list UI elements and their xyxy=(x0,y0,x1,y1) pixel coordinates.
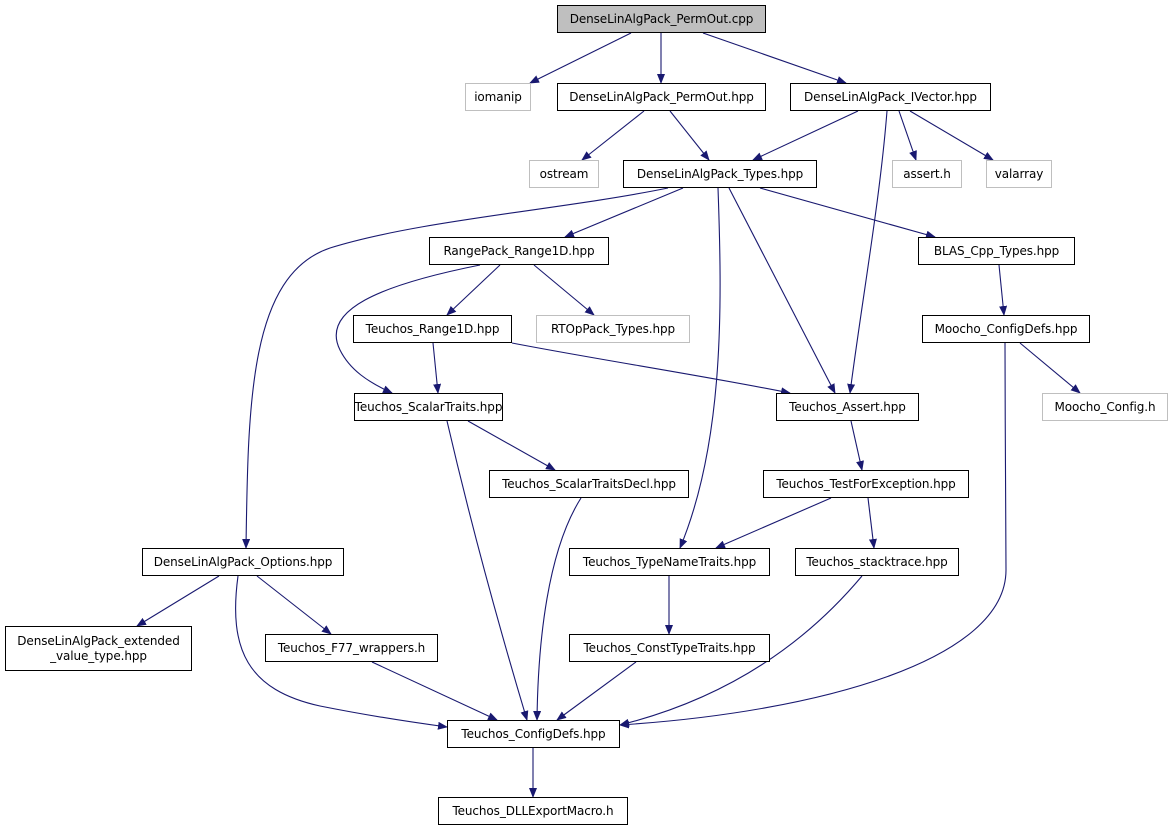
node-types-hpp[interactable]: DenseLinAlgPack_Types.hpp xyxy=(623,160,817,188)
edge-f77-wrappers-to-teuchos-configdefs xyxy=(371,661,498,721)
edge-teuchos-range1d-to-teuchos-assert xyxy=(511,342,791,396)
edge-options-hpp-to-f77-wrappers xyxy=(256,575,332,635)
edge-types-hpp-to-options-hpp xyxy=(242,187,669,549)
node-moocho-config-h: Moocho_Config.h xyxy=(1042,393,1168,421)
edge-moocho-configdefs-to-teuchos-configdefs xyxy=(619,342,1007,729)
edge-blas-types-to-moocho-configdefs xyxy=(998,264,1008,316)
node-teuchos-consttypetraits-hpp[interactable]: Teuchos_ConstTypeTraits.hpp xyxy=(569,634,770,662)
edge-consttypetraits-to-teuchos-configdefs xyxy=(556,661,637,721)
edge-ivector-hpp-to-assert-h xyxy=(898,110,917,161)
node-iomanip: iomanip xyxy=(465,83,531,111)
node-teuchos-testforexception-hpp[interactable]: Teuchos_TestForException.hpp xyxy=(763,470,969,498)
node-teuchos-f77-wrappers-h[interactable]: Teuchos_F77_wrappers.h xyxy=(265,634,438,662)
edge-range1d-rp-to-rtop-types xyxy=(533,264,595,316)
node-moocho-configdefs-hpp[interactable]: Moocho_ConfigDefs.hpp xyxy=(922,315,1090,343)
node-permout-hpp[interactable]: DenseLinAlgPack_PermOut.hpp xyxy=(557,83,766,111)
edge-range1d-rp-to-teuchos-range1d xyxy=(446,264,501,316)
edge-types-hpp-to-typenametraits xyxy=(679,187,721,549)
node-teuchos-typenametraits-hpp[interactable]: Teuchos_TypeNameTraits.hpp xyxy=(569,548,770,576)
edge-testforexception-to-typenametraits xyxy=(715,497,832,549)
edge-teuchos-assert-to-testforexception xyxy=(850,420,864,471)
edge-permout-cpp-to-iomanip xyxy=(529,32,632,84)
edge-scalartraits-to-scalartraitsdecl xyxy=(467,420,556,471)
edge-options-hpp-to-extended-value xyxy=(136,575,220,627)
edge-types-hpp-to-range1d-rp xyxy=(564,187,684,238)
edge-ivector-hpp-to-teuchos-assert xyxy=(847,110,888,394)
node-permout-cpp: DenseLinAlgPack_PermOut.cpp xyxy=(557,5,766,33)
node-teuchos-range1d-hpp[interactable]: Teuchos_Range1D.hpp xyxy=(353,315,512,343)
node-ostream: ostream xyxy=(529,160,599,188)
edge-options-hpp-to-teuchos-configdefs xyxy=(235,575,448,730)
node-blas-cpp-types-hpp[interactable]: BLAS_Cpp_Types.hpp xyxy=(918,237,1075,265)
edge-scalartraits-to-teuchos-configdefs xyxy=(446,420,529,721)
node-options-hpp[interactable]: DenseLinAlgPack_Options.hpp xyxy=(142,548,344,576)
node-teuchos-configdefs-hpp[interactable]: Teuchos_ConfigDefs.hpp xyxy=(447,720,620,748)
edge-permout-cpp-to-ivector-hpp xyxy=(702,32,847,84)
edge-ivector-hpp-to-valarray xyxy=(909,110,994,161)
node-teuchos-assert-hpp[interactable]: Teuchos_Assert.hpp xyxy=(776,393,919,421)
node-extended-value-type-hpp[interactable]: DenseLinAlgPack_extended _value_type.hpp xyxy=(5,626,192,671)
node-teuchos-scalartraits-hpp[interactable]: Teuchos_ScalarTraits.hpp xyxy=(354,393,503,421)
edge-stacktrace-to-teuchos-configdefs xyxy=(619,575,863,727)
node-teuchos-dllexportmacro-h[interactable]: Teuchos_DLLExportMacro.h xyxy=(438,797,628,825)
edge-ivector-hpp-to-types-hpp xyxy=(752,110,859,161)
edge-permout-hpp-to-types-hpp xyxy=(669,110,710,161)
edge-moocho-configdefs-to-moocho-config xyxy=(1019,342,1081,394)
node-teuchos-stacktrace-hpp[interactable]: Teuchos_stacktrace.hpp xyxy=(795,548,959,576)
node-teuchos-scalartraitsdecl-hpp[interactable]: Teuchos_ScalarTraitsDecl.hpp xyxy=(489,470,689,498)
edge-permout-hpp-to-ostream xyxy=(581,110,645,161)
edge-testforexception-to-stacktrace xyxy=(867,497,877,549)
node-valarray: valarray xyxy=(986,160,1052,188)
edge-scalartraitsdecl-to-teuchos-configdefs xyxy=(533,497,582,721)
node-rtoppack-types-hpp: RTOpPack_Types.hpp xyxy=(536,315,690,343)
node-rangepack-range1d-hpp[interactable]: RangePack_Range1D.hpp xyxy=(429,237,609,265)
edge-types-hpp-to-teuchos-assert xyxy=(728,187,836,394)
edge-range1d-rp-to-scalartraits xyxy=(335,264,481,394)
node-assert-h: assert.h xyxy=(892,160,962,188)
node-ivector-hpp[interactable]: DenseLinAlgPack_IVector.hpp xyxy=(790,83,991,111)
edge-types-hpp-to-blas-types xyxy=(759,187,936,239)
edge-teuchos-range1d-to-scalartraits xyxy=(432,342,442,394)
